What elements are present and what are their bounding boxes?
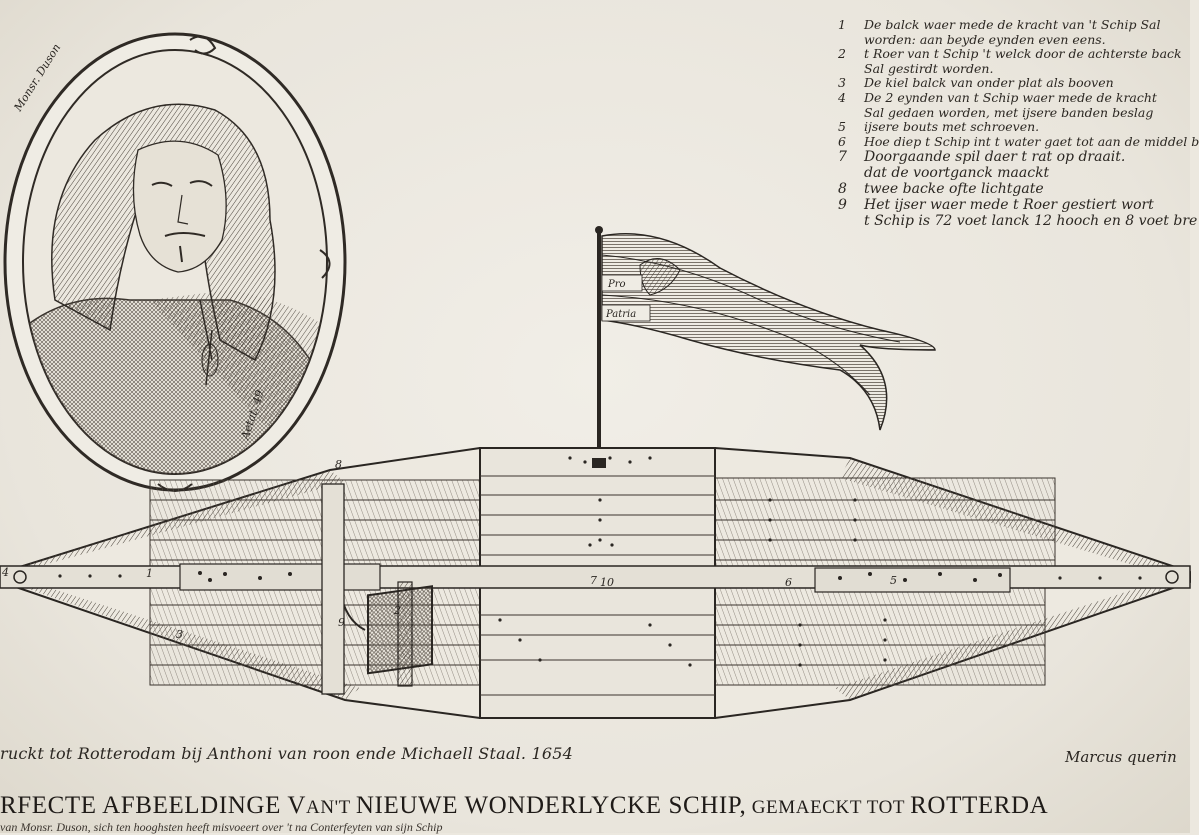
ship-label-8: 8 bbox=[335, 458, 342, 471]
flag-text-patria: Patria bbox=[605, 309, 636, 320]
ship-label-1: 1 bbox=[146, 567, 153, 580]
ship-label-7: 7 bbox=[590, 574, 597, 587]
engraver-signature: Marcus querin bbox=[1065, 748, 1177, 766]
ship-label-5: 5 bbox=[890, 574, 897, 587]
ship-label-3: 3 bbox=[176, 628, 183, 641]
ship-drawing bbox=[0, 447, 1191, 719]
ship-label-10: 10 bbox=[600, 576, 614, 589]
ship-label-4: 4 bbox=[2, 566, 9, 579]
ship-label-9: 9 bbox=[338, 616, 345, 629]
portrait-medallion: Monsr. Duson Aetat. 49 bbox=[3, 32, 347, 492]
print-title: RFECTE AFBEELDINGE VAN'T NIEUWE WONDERLY… bbox=[0, 792, 1049, 819]
title-subline: van Monsr. Duson, sich ten hooghsten hee… bbox=[0, 820, 443, 834]
ship-label-6: 6 bbox=[785, 576, 792, 589]
publisher-imprint: ruckt tot Rotterodam bij Anthoni van roo… bbox=[0, 744, 573, 763]
flag-text-pro: Pro bbox=[607, 279, 626, 290]
pro-patria-flag: Pro Patria bbox=[595, 226, 936, 466]
ship-label-2: 2 bbox=[394, 604, 401, 617]
